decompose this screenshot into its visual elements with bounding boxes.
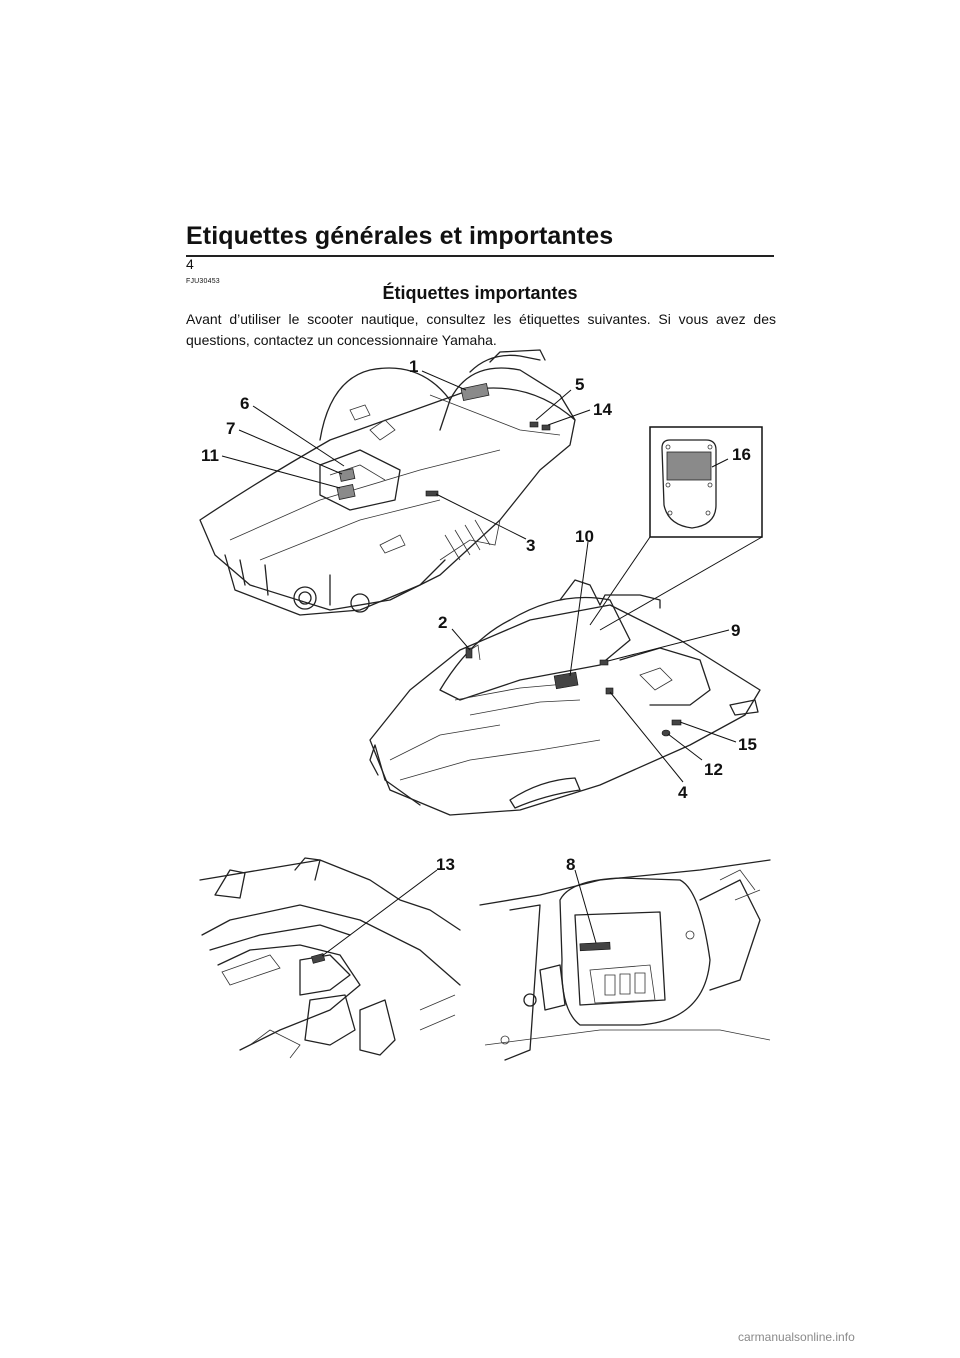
label-9 xyxy=(599,659,609,666)
label-6-7 xyxy=(338,468,356,482)
label-10 xyxy=(553,671,579,690)
callout-13: 13 xyxy=(436,855,455,874)
callout-5: 5 xyxy=(575,375,584,394)
label-15 xyxy=(671,719,682,726)
label-14 xyxy=(541,424,551,431)
inset-detail xyxy=(589,426,763,631)
watercraft-front-view xyxy=(369,579,761,816)
callout-14: 14 xyxy=(593,400,612,419)
callout-2: 2 xyxy=(438,613,447,632)
callout-9: 9 xyxy=(731,621,740,640)
page-title: Etiquettes générales et importantes xyxy=(186,222,614,250)
label-4 xyxy=(605,687,614,695)
storage-compartment-detail xyxy=(479,859,771,1061)
label-2 xyxy=(465,647,473,659)
callout-8: 8 xyxy=(566,855,575,874)
callout-6: 6 xyxy=(240,394,249,413)
callout-7: 7 xyxy=(226,419,235,438)
label-13 xyxy=(311,953,326,964)
intro-paragraph: Avant d’utiliser le scooter nautique, co… xyxy=(186,311,776,348)
watercraft-rear-view xyxy=(199,349,576,616)
callout-11: 11 xyxy=(201,446,219,465)
callout-10: 10 xyxy=(575,527,594,546)
engine-compartment-detail xyxy=(199,857,461,1059)
callout-15: 15 xyxy=(738,735,757,754)
label-5 xyxy=(529,421,539,428)
callout-numbers: 1 5 14 6 7 11 3 16 10 2 9 15 12 4 13 8 xyxy=(201,357,757,874)
label-8 xyxy=(579,941,611,952)
page-header: Etiquettes générales et importantes xyxy=(186,222,774,257)
watermark: carmanualsonline.info xyxy=(738,1330,855,1344)
callout-3: 3 xyxy=(526,536,535,555)
page-number: 4 xyxy=(186,256,194,272)
document-code: FJU30453 xyxy=(186,278,220,285)
label-3 xyxy=(425,490,439,497)
leader-lines xyxy=(221,370,737,957)
label-1 xyxy=(460,382,490,402)
section-title: Étiquettes importantes xyxy=(382,283,578,303)
callout-1: 1 xyxy=(409,357,418,376)
callout-12: 12 xyxy=(704,760,723,779)
label-11 xyxy=(336,483,356,501)
callout-16: 16 xyxy=(732,445,751,464)
callout-4: 4 xyxy=(678,783,688,802)
label-16 xyxy=(666,451,712,481)
